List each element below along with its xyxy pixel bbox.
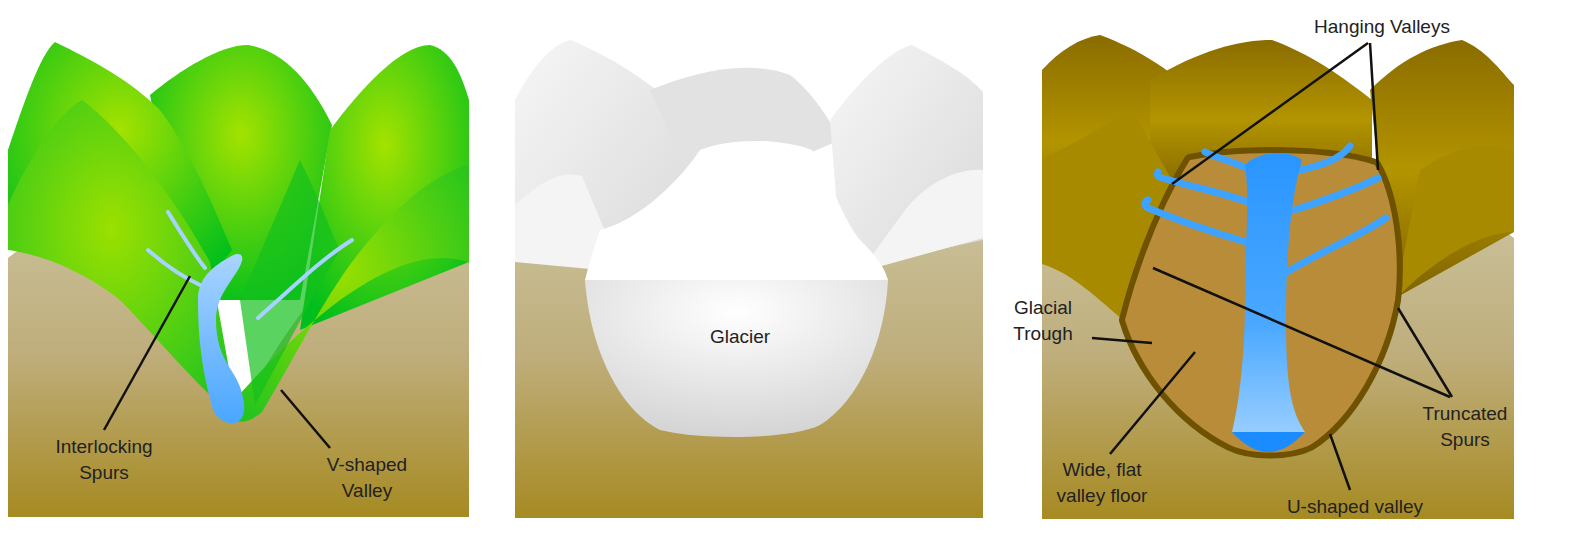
snow-mass (585, 141, 888, 280)
leader-line (1172, 43, 1368, 184)
tributary (258, 240, 352, 318)
snow-mountain (860, 170, 983, 272)
hanging-valley (1292, 146, 1350, 172)
interlocking-spur (8, 100, 238, 420)
hanging-valley (1157, 172, 1248, 202)
glacier (585, 280, 888, 437)
callout-label: Interlocking Spurs (44, 434, 164, 486)
glacial-trough (1125, 153, 1397, 452)
interlocking-spur (240, 160, 340, 405)
river (198, 254, 244, 423)
leader-line (1370, 43, 1378, 170)
leader-line (1330, 434, 1350, 490)
hanging-valley (1145, 200, 1246, 242)
callout-label: Wide, flat valley floor (1042, 457, 1162, 509)
v-valley-panel (8, 42, 469, 517)
truncated-spur (1395, 146, 1514, 300)
leader-line (281, 390, 330, 448)
leader-line (1153, 268, 1450, 397)
tributary (148, 250, 200, 285)
callout-label: Hanging Valleys (1282, 14, 1482, 40)
tributary (168, 212, 205, 268)
callout-label: U-shaped valley (1255, 494, 1455, 520)
hanging-valley (1288, 178, 1378, 212)
leader-line (104, 276, 190, 430)
glacier-panel (515, 40, 983, 518)
tributary (148, 212, 352, 318)
callout-label: Truncated Spurs (1410, 401, 1520, 453)
callout-label: Glacial Trough (998, 295, 1088, 347)
leader-line (104, 43, 1452, 490)
river (1232, 153, 1305, 438)
glacial-trough (1125, 153, 1397, 452)
leader-line (1398, 308, 1452, 397)
callout-label: Glacier (680, 324, 800, 350)
leader-line (1092, 338, 1152, 343)
leader-line (1110, 352, 1195, 454)
callout-label: V-shaped Valley (317, 452, 417, 504)
hanging-valley (1287, 218, 1386, 272)
river-end (1232, 432, 1305, 452)
